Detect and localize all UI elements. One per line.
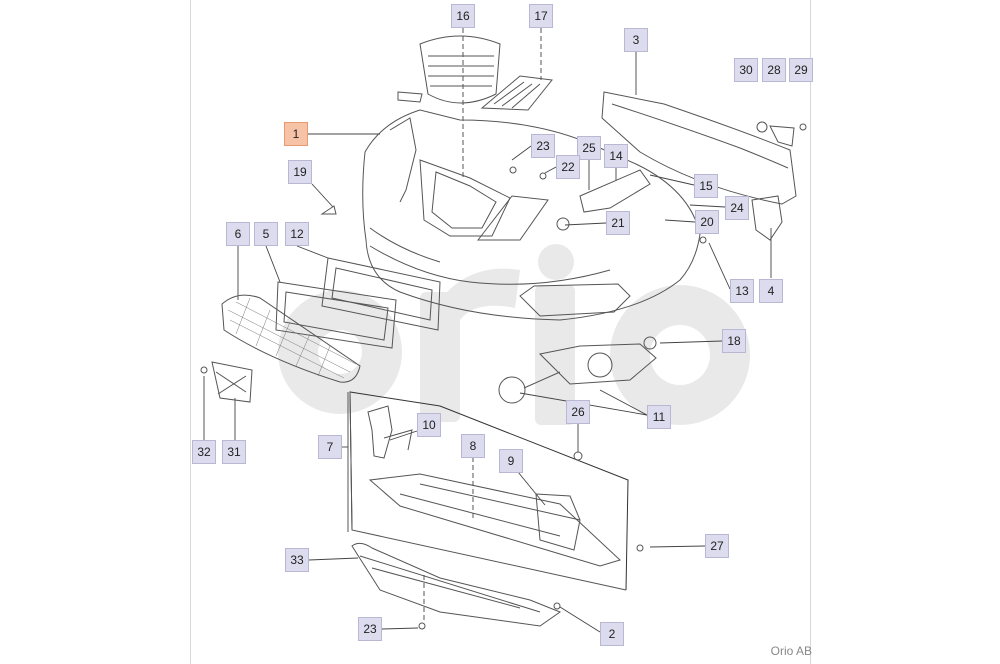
callout-27[interactable]: 27 [705,534,729,558]
callout-4[interactable]: 4 [759,279,783,303]
callout-1[interactable]: 1 [284,122,308,146]
callout-33[interactable]: 33 [285,548,309,572]
callout-32[interactable]: 32 [192,440,216,464]
callout-15[interactable]: 15 [694,174,718,198]
callout-25[interactable]: 25 [577,136,601,160]
callout-22[interactable]: 22 [556,155,580,179]
callout-17[interactable]: 17 [529,4,553,28]
callout-18[interactable]: 18 [722,329,746,353]
callout-6[interactable]: 6 [226,222,250,246]
right-border-line [810,0,811,664]
callout-21[interactable]: 21 [606,211,630,235]
callout-13[interactable]: 13 [730,279,754,303]
callout-29[interactable]: 29 [789,58,813,82]
callout-10[interactable]: 10 [417,413,441,437]
callout-7[interactable]: 7 [318,435,342,459]
callout-23-bottom[interactable]: 23 [358,617,382,641]
callout-5[interactable]: 5 [254,222,278,246]
callout-11[interactable]: 11 [647,405,671,429]
callout-23-top[interactable]: 23 [531,134,555,158]
callout-28[interactable]: 28 [762,58,786,82]
callout-14[interactable]: 14 [604,144,628,168]
left-border-line [190,0,191,664]
callout-24[interactable]: 24 [725,196,749,220]
callout-3[interactable]: 3 [624,28,648,52]
callout-19[interactable]: 19 [288,160,312,184]
watermark [278,244,750,425]
callout-26[interactable]: 26 [566,400,590,424]
callout-30[interactable]: 30 [734,58,758,82]
callout-31[interactable]: 31 [222,440,246,464]
callout-8[interactable]: 8 [461,434,485,458]
callout-9[interactable]: 9 [499,449,523,473]
parts-outline [200,28,807,633]
credit-text: Orio AB [770,644,812,658]
callout-2[interactable]: 2 [600,622,624,646]
callout-12[interactable]: 12 [285,222,309,246]
callout-20[interactable]: 20 [695,210,719,234]
callout-16[interactable]: 16 [451,4,475,28]
